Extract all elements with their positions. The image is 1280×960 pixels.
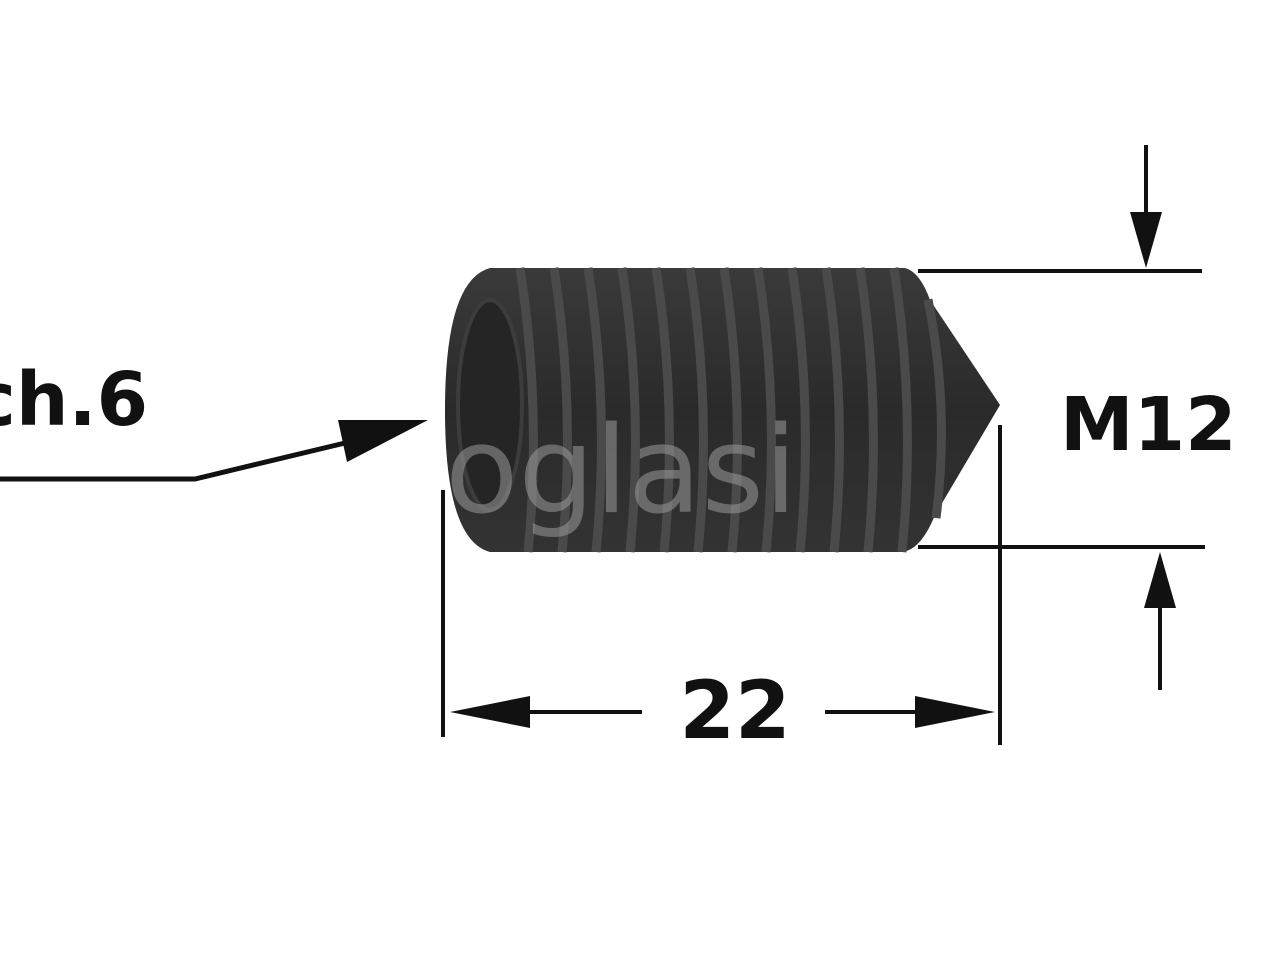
leader-arrowhead [338,420,428,462]
thread-ridge [719,267,742,553]
thread-ridge [821,267,844,553]
wrench-size-label: ch.6 [0,357,148,443]
thread-size-label: M12 [1060,382,1237,468]
diameter-dimension [918,145,1205,690]
thread-ridge [753,267,776,553]
thread-ridge [685,267,708,553]
watermark: oglasi [445,402,797,541]
thread-ridge [889,267,912,553]
thread-ridges [515,267,946,553]
length-label: 22 [679,664,790,757]
thread-ridge [651,267,674,553]
thread-ridge [549,267,572,553]
length-arrow-left [450,696,530,728]
thread-ridge [583,267,606,553]
diameter-arrow-bottom [1144,552,1176,608]
diameter-arrow-top [1130,212,1162,268]
thread-ridge [855,267,878,553]
thread-ridge [617,267,640,553]
length-arrow-right [915,696,995,728]
thread-ridge [515,267,538,553]
set-screw [445,267,1000,553]
thread-ridge [787,267,810,553]
length-dimension [441,425,1002,745]
hex-socket [456,298,524,512]
screw-body [445,268,1000,552]
thread-ridge [923,298,946,519]
wrench-size-leader [0,440,346,482]
